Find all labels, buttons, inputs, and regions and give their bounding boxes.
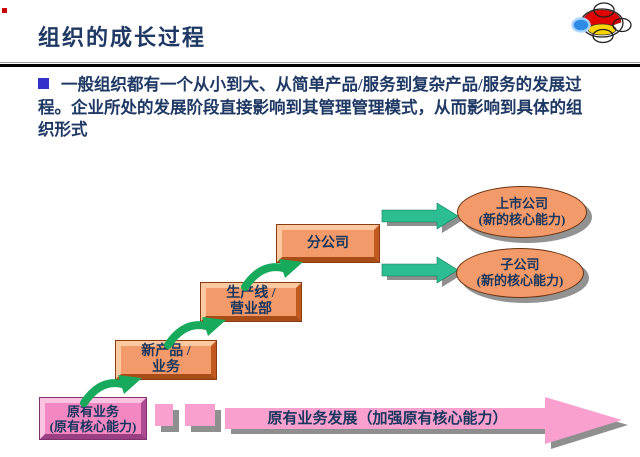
- body-line-1-text: 一般组织都有一个从小到大、从简单产品/服务到复杂产品/服务的发展过: [61, 75, 582, 94]
- bullet-square-icon: [38, 78, 49, 89]
- right-arrow-icon-top: [381, 202, 463, 233]
- page-title: 组织的成长过程: [38, 25, 207, 50]
- oval-subsidiary: 子公司 (新的核心能力): [456, 248, 584, 298]
- oval-1-line-2: (新的核心能力): [478, 212, 566, 227]
- bottom-arrow-label: 原有业务发展（加强原有核心能力）: [267, 411, 508, 427]
- step-3-line-2: 营业部: [230, 302, 272, 317]
- title-divider-thin: [0, 62, 640, 63]
- step-box-branch-company: 分公司: [276, 224, 380, 263]
- oval-1-line-1: 上市公司: [495, 196, 548, 211]
- body-paragraph: 一般组织都有一个从小到大、从简单产品/服务到复杂产品/服务的发展过 程。企业所处…: [38, 74, 620, 142]
- title-divider: [0, 64, 640, 67]
- oval-listed-company: 上市公司 (新的核心能力): [457, 186, 587, 238]
- corner-red-dot: [2, 8, 7, 13]
- body-line-3: 织形式: [38, 120, 88, 139]
- step-box-new-product: 新产品 / 业务: [115, 340, 217, 380]
- body-line-2: 程。企业所处的发展阶段直接影响到其管理管理模式，从而影响到具体的组: [38, 97, 583, 117]
- step-4-line-1: 分公司: [307, 235, 349, 251]
- step-1-line-2: (原有核心能力): [49, 418, 137, 434]
- step-box-original-business: 原有业务 (原有核心能力): [39, 397, 147, 440]
- oval-2-line-2: (新的核心能力): [476, 273, 564, 288]
- right-arrow-icon-bottom: [381, 256, 463, 287]
- step-box-production-line: 生产线 / 营业部: [200, 282, 302, 322]
- step-2-line-2: 业务: [152, 360, 180, 375]
- step-3-line-1: 生产线 /: [226, 286, 276, 301]
- step-2-line-1: 新产品 /: [141, 344, 191, 359]
- oval-2-line-1: 子公司: [500, 257, 540, 272]
- body-line-1: 一般组织都有一个从小到大、从简单产品/服务到复杂产品/服务的发展过: [38, 74, 620, 97]
- step-1-line-1: 原有业务: [66, 403, 119, 419]
- company-logo-icon: [571, 2, 632, 44]
